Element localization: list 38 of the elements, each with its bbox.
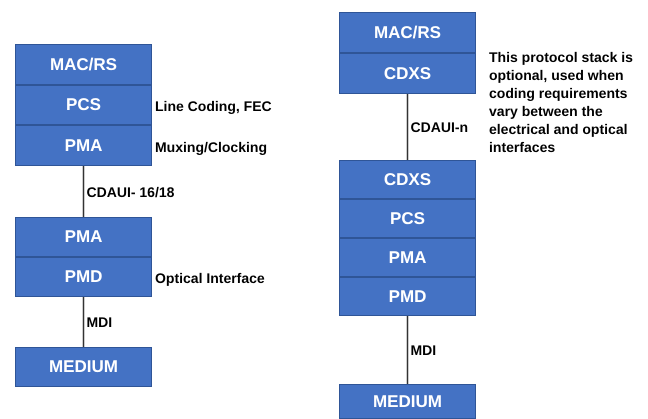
layer-label: MEDIUM: [49, 356, 118, 378]
connector-line: [406, 94, 408, 160]
layer-label: PMA: [64, 134, 102, 157]
connector-line: [82, 166, 84, 217]
layer-label: MEDIUM: [373, 390, 442, 413]
note-text: This protocol stack is optional, used when coding requirements vary between the electrical and optical interfaces: [489, 48, 634, 156]
layer-label: PMA: [388, 246, 426, 269]
layer-box: [339, 199, 476, 238]
layer-label: CDXS: [384, 62, 432, 85]
layer-label: PCS: [66, 94, 101, 116]
connector-line: [82, 297, 84, 347]
layer-label: MAC/RS: [50, 54, 118, 76]
annotation-text: Muxing/Clocking: [155, 138, 267, 157]
edge-label: MDI: [410, 343, 436, 357]
layer-box: [339, 160, 476, 199]
layer-box: [15, 217, 152, 257]
annotation-text: Line Coding, FEC: [155, 97, 272, 116]
layer-label: PMD: [388, 286, 426, 308]
layer-label: PMD: [64, 266, 102, 288]
layer-box: [339, 53, 476, 94]
edge-label: MDI: [86, 315, 112, 329]
layer-box: [15, 85, 152, 125]
layer-box: [15, 347, 152, 387]
edge-label: CDAUI-n: [410, 120, 468, 134]
annotation-text: Optical Interface: [155, 269, 265, 288]
layer-box: [15, 125, 152, 166]
layer-box: [15, 44, 152, 85]
layer-box: [339, 12, 476, 53]
layer-label: PMA: [64, 226, 102, 248]
layer-box: [15, 257, 152, 297]
layer-label: CDXS: [384, 168, 432, 191]
layer-box: [339, 277, 476, 316]
layer-label: MAC/RS: [374, 22, 442, 44]
layer-box: [339, 238, 476, 277]
layer-box: [339, 384, 476, 419]
connector-line: [406, 316, 408, 384]
layer-label: PCS: [390, 208, 425, 230]
edge-label: CDAUI- 16/18: [86, 184, 174, 198]
